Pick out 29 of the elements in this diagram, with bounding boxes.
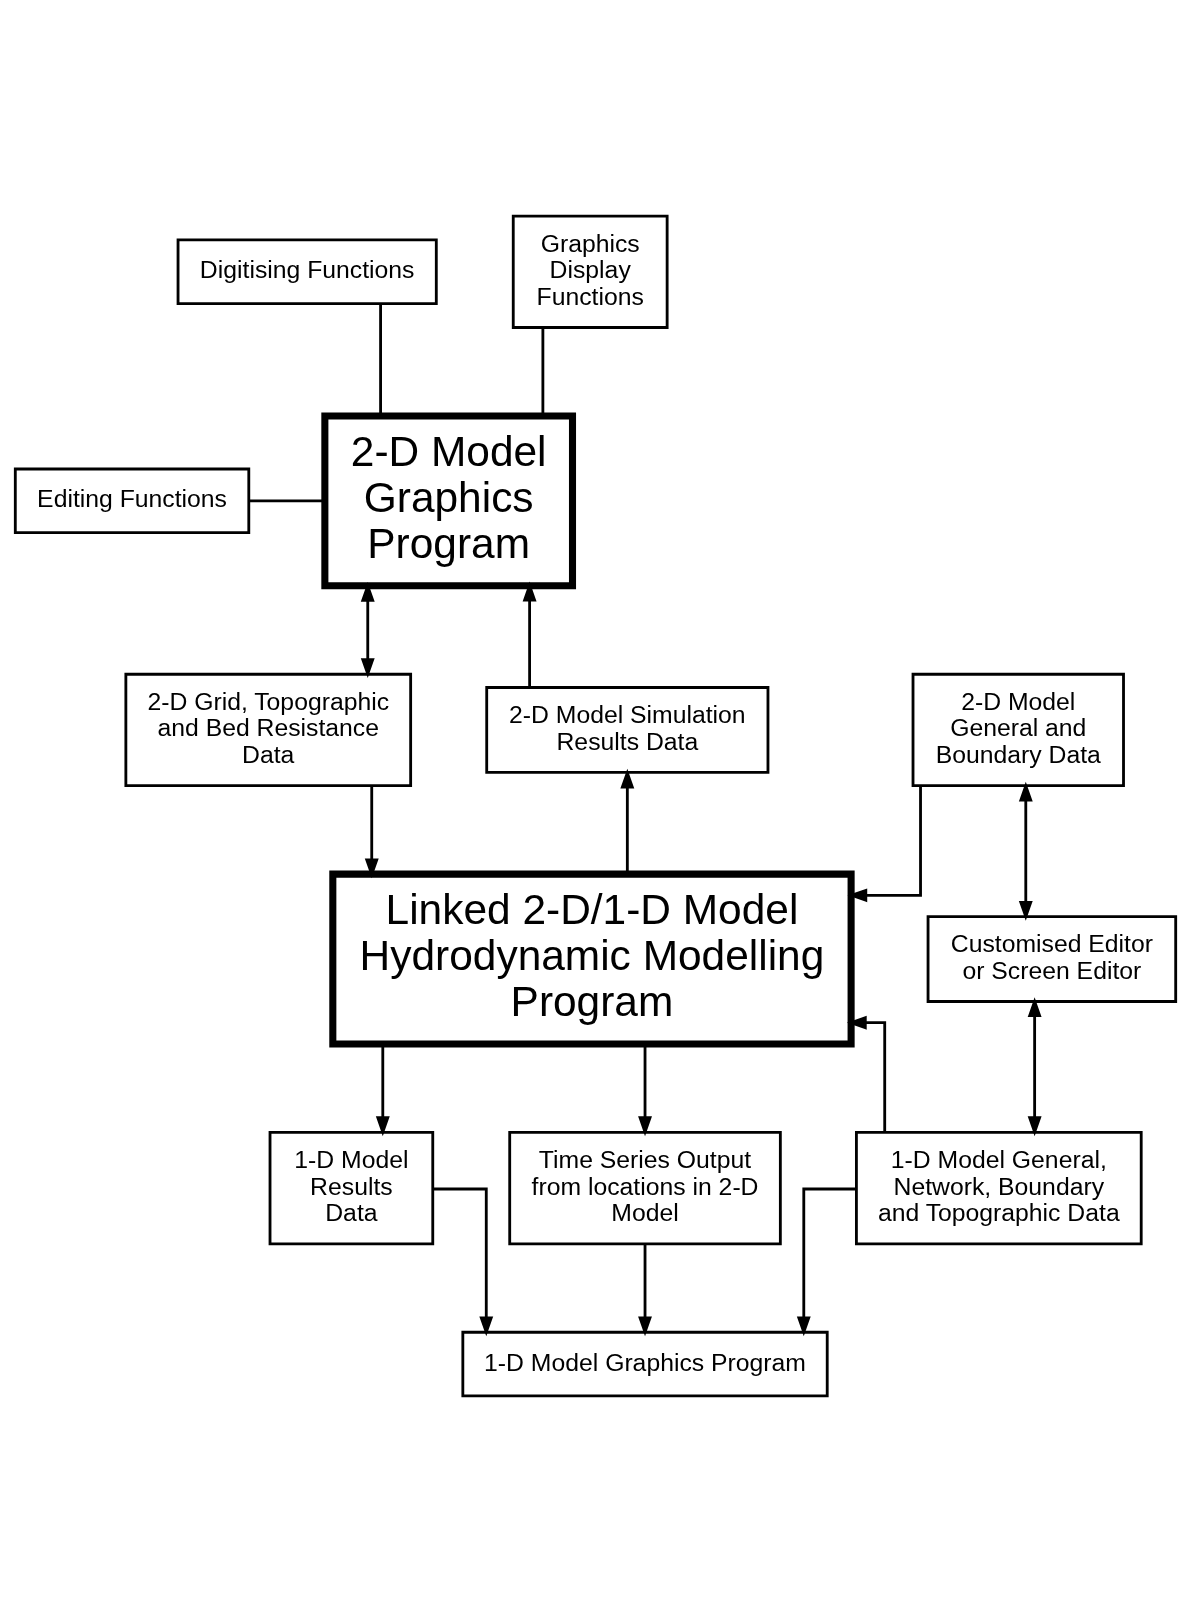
arrow: [620, 768, 635, 874]
connector: [379, 303, 382, 416]
node-box: Editing Functions: [13, 467, 251, 535]
arrow: [522, 581, 537, 688]
node-box: Time Series Output from locations in 2-D Model: [508, 1130, 782, 1246]
arrow: [360, 581, 375, 679]
arrow: [432, 1187, 494, 1337]
node-box: 1-D Model Graphics Program: [461, 1330, 829, 1398]
connector: [541, 327, 545, 416]
connector: [249, 499, 325, 503]
arrow: [796, 1187, 857, 1337]
node-box: 2-D Model General and Boundary Data: [911, 672, 1125, 788]
arrow: [1027, 997, 1042, 1137]
node-box: 2-D Grid, Topographic and Bed Resistance Data: [124, 672, 413, 788]
arrow: [364, 786, 379, 879]
node-box: Linked 2-D/1-D Model Hydrodynamic Modelling Program: [329, 870, 855, 1048]
arrow: [846, 1015, 887, 1133]
arrow: [638, 1044, 652, 1137]
arrow: [847, 785, 922, 903]
arrow: [638, 1244, 652, 1337]
node-box: Customised Editor or Screen Editor: [926, 915, 1178, 1003]
arrow: [375, 1044, 390, 1137]
node-box: 1-D Model Results Data: [268, 1130, 435, 1246]
node-box: 2-D Model Graphics Program: [321, 412, 577, 590]
node-box: Digitising Functions: [176, 238, 438, 306]
node-box: Graphics Display Functions: [511, 214, 669, 329]
node-box: 2-D Model Simulation Results Data: [485, 686, 770, 774]
node-box: 1-D Model General, Network, Boundary and Topographic Data: [855, 1130, 1143, 1246]
arrow: [1018, 781, 1033, 921]
